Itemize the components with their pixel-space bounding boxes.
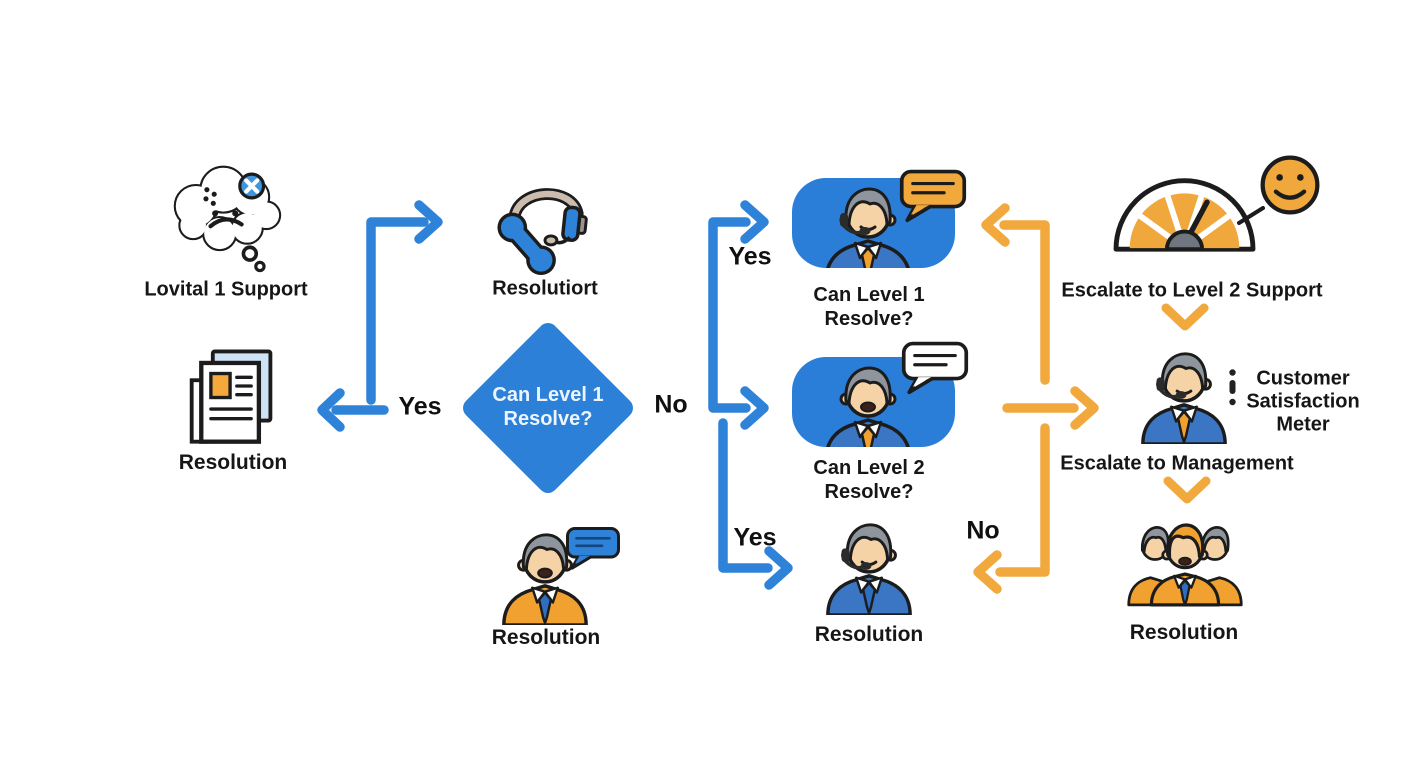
management-team-icon — [1127, 523, 1243, 607]
can-level1-resolve-label: Can Level 1 Resolve? — [813, 284, 925, 330]
arrow-no-branch-to-level-boxes — [708, 200, 769, 430]
speech-bubble-white-icon — [901, 341, 969, 395]
resolution-right-label: Resolution — [1129, 621, 1239, 644]
satisfaction-gauge-icon — [1113, 178, 1256, 252]
gauge-smiley-connector — [1237, 206, 1265, 225]
resolution-doc-label: Resolution — [178, 451, 288, 474]
escalate-level2-label: Escalate to Level 2 Support — [1061, 279, 1323, 302]
arrow-yes-to-resolution-doc — [317, 388, 389, 432]
frustrated-thought-cloud-icon — [173, 165, 282, 273]
speech-bubble-blue-icon — [566, 527, 620, 570]
resolution-agent-icon — [826, 523, 912, 615]
edge-label-no-bottom: No — [966, 516, 1000, 545]
edge-label-yes-bottom: Yes — [733, 523, 777, 552]
chevron-down-icon — [1161, 303, 1209, 331]
edge-label-yes-left: Yes — [398, 392, 442, 421]
support-headset-phone-icon — [497, 188, 588, 276]
arrow-no-to-resolution-center — [973, 423, 1050, 594]
edge-label-no-right: No — [654, 390, 688, 419]
resolution-documents-icon — [189, 349, 273, 444]
smiley-face-icon — [1260, 155, 1320, 215]
headset-resolution-label: Resolutiort — [492, 277, 598, 300]
arrow-yes-to-resolution-center — [718, 418, 793, 590]
arrow-level1-to-headset — [366, 200, 443, 405]
speech-bubble-orange-icon — [899, 169, 967, 223]
can-level2-resolve-label: Can Level 2 Resolve? — [813, 457, 925, 503]
level2-agent-icon — [826, 366, 910, 447]
resolution-left-agent-icon — [502, 533, 588, 625]
edge-label-yes-top: Yes — [728, 242, 772, 271]
static-dots — [203, 187, 239, 217]
resolution-center-label: Resolution — [814, 623, 924, 646]
arrow-to-customer-satisfaction — [1002, 386, 1099, 430]
decision-diamond-label: Can Level 1 Resolve? — [492, 384, 604, 430]
satisfaction-agent-icon — [1141, 352, 1227, 444]
chevron-down-icon — [1163, 476, 1211, 504]
level1-agent-icon — [826, 187, 910, 268]
arrow-escalate-back-to-level1 — [981, 203, 1050, 385]
level1-support-label: Lovital 1 Support — [144, 278, 308, 301]
resolution-left-person-label: Resolution — [491, 626, 601, 649]
escalate-management-label: Escalate to Management — [1060, 452, 1294, 475]
customer-satisfaction-label: Customer Satisfaction Meter — [1246, 367, 1360, 436]
exclamation-dots-icon — [1229, 369, 1236, 406]
